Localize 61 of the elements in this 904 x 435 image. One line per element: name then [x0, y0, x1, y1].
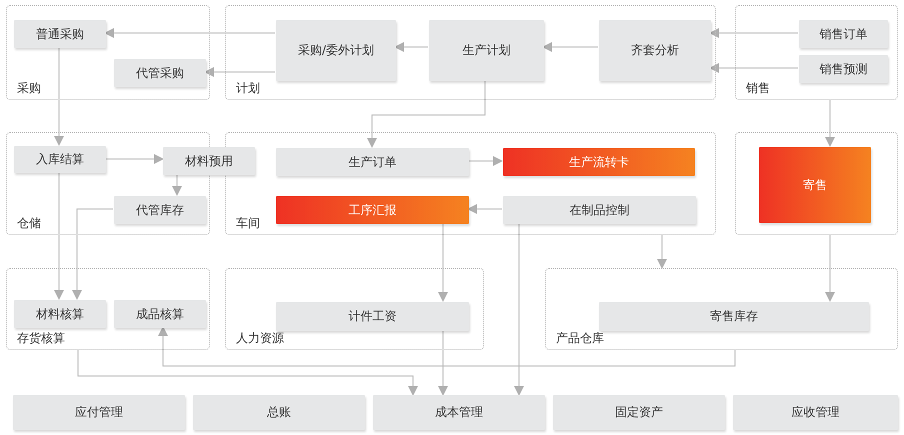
- highlight-box: 工序汇报: [276, 196, 469, 224]
- group-label: 车间: [236, 216, 260, 230]
- process-box: 销售预测: [799, 55, 888, 83]
- process-box: 采购/委外计划: [276, 20, 396, 81]
- arrow: [72, 208, 114, 300]
- process-box: 应收管理: [733, 395, 898, 430]
- process-box: 生产计划: [429, 20, 544, 81]
- process-box: 齐套分析: [599, 20, 711, 81]
- process-box: 入库结算: [14, 146, 106, 173]
- arrow: [158, 326, 736, 366]
- arrow: [542, 42, 598, 52]
- group-panel: [225, 268, 484, 350]
- process-box: 计件工资: [276, 302, 469, 331]
- process-box: 在制品控制: [503, 196, 696, 224]
- process-box: 销售订单: [799, 20, 888, 48]
- arrow: [825, 234, 835, 302]
- arrow: [204, 67, 276, 77]
- group-panel: [735, 132, 898, 235]
- process-box: 应付管理: [13, 395, 185, 430]
- group-label: 计划: [236, 81, 260, 95]
- arrow: [657, 234, 667, 269]
- arrow: [438, 330, 448, 396]
- group-panel: [735, 5, 898, 100]
- process-box: 代管库存: [114, 196, 206, 224]
- process-box: 普通采购: [14, 20, 106, 48]
- arrow: [467, 204, 502, 214]
- arrow: [54, 172, 64, 300]
- process-box: 寄售库存: [599, 302, 869, 331]
- arrow: [468, 156, 503, 166]
- group-label: 仓储: [17, 216, 41, 230]
- group-label: 存货核算: [17, 331, 65, 345]
- arrow: [172, 174, 182, 196]
- arrow: [104, 28, 276, 38]
- arrow: [104, 154, 164, 164]
- group-label: 销售: [746, 81, 770, 95]
- group-panel: [545, 268, 898, 350]
- process-box: 成本管理: [373, 395, 545, 430]
- highlight-box: 生产流转卡: [503, 148, 695, 176]
- group-label: 产品仓库: [556, 331, 604, 345]
- arrow: [394, 42, 428, 52]
- arrow: [438, 222, 448, 302]
- group-panel: [6, 5, 210, 100]
- arrow: [78, 350, 418, 396]
- group-label: 采购: [17, 81, 41, 95]
- group-label: 人力资源: [236, 331, 284, 345]
- arrow: [709, 28, 798, 38]
- process-box: 成品核算: [114, 300, 206, 328]
- process-box: 固定资产: [553, 395, 725, 430]
- group-panel: [225, 5, 716, 100]
- arrow: [709, 63, 798, 73]
- arrow: [54, 46, 64, 146]
- arrow: [367, 80, 486, 148]
- highlight-box: 寄售: [759, 147, 871, 223]
- arrow: [825, 100, 835, 147]
- group-panel: [6, 268, 210, 350]
- process-box: 代管采购: [114, 59, 206, 87]
- process-box: 生产订单: [276, 148, 469, 176]
- arrow: [514, 222, 524, 396]
- process-box: 材料预用: [163, 147, 255, 175]
- process-box: 材料核算: [14, 300, 106, 328]
- process-box: 总账: [193, 395, 365, 430]
